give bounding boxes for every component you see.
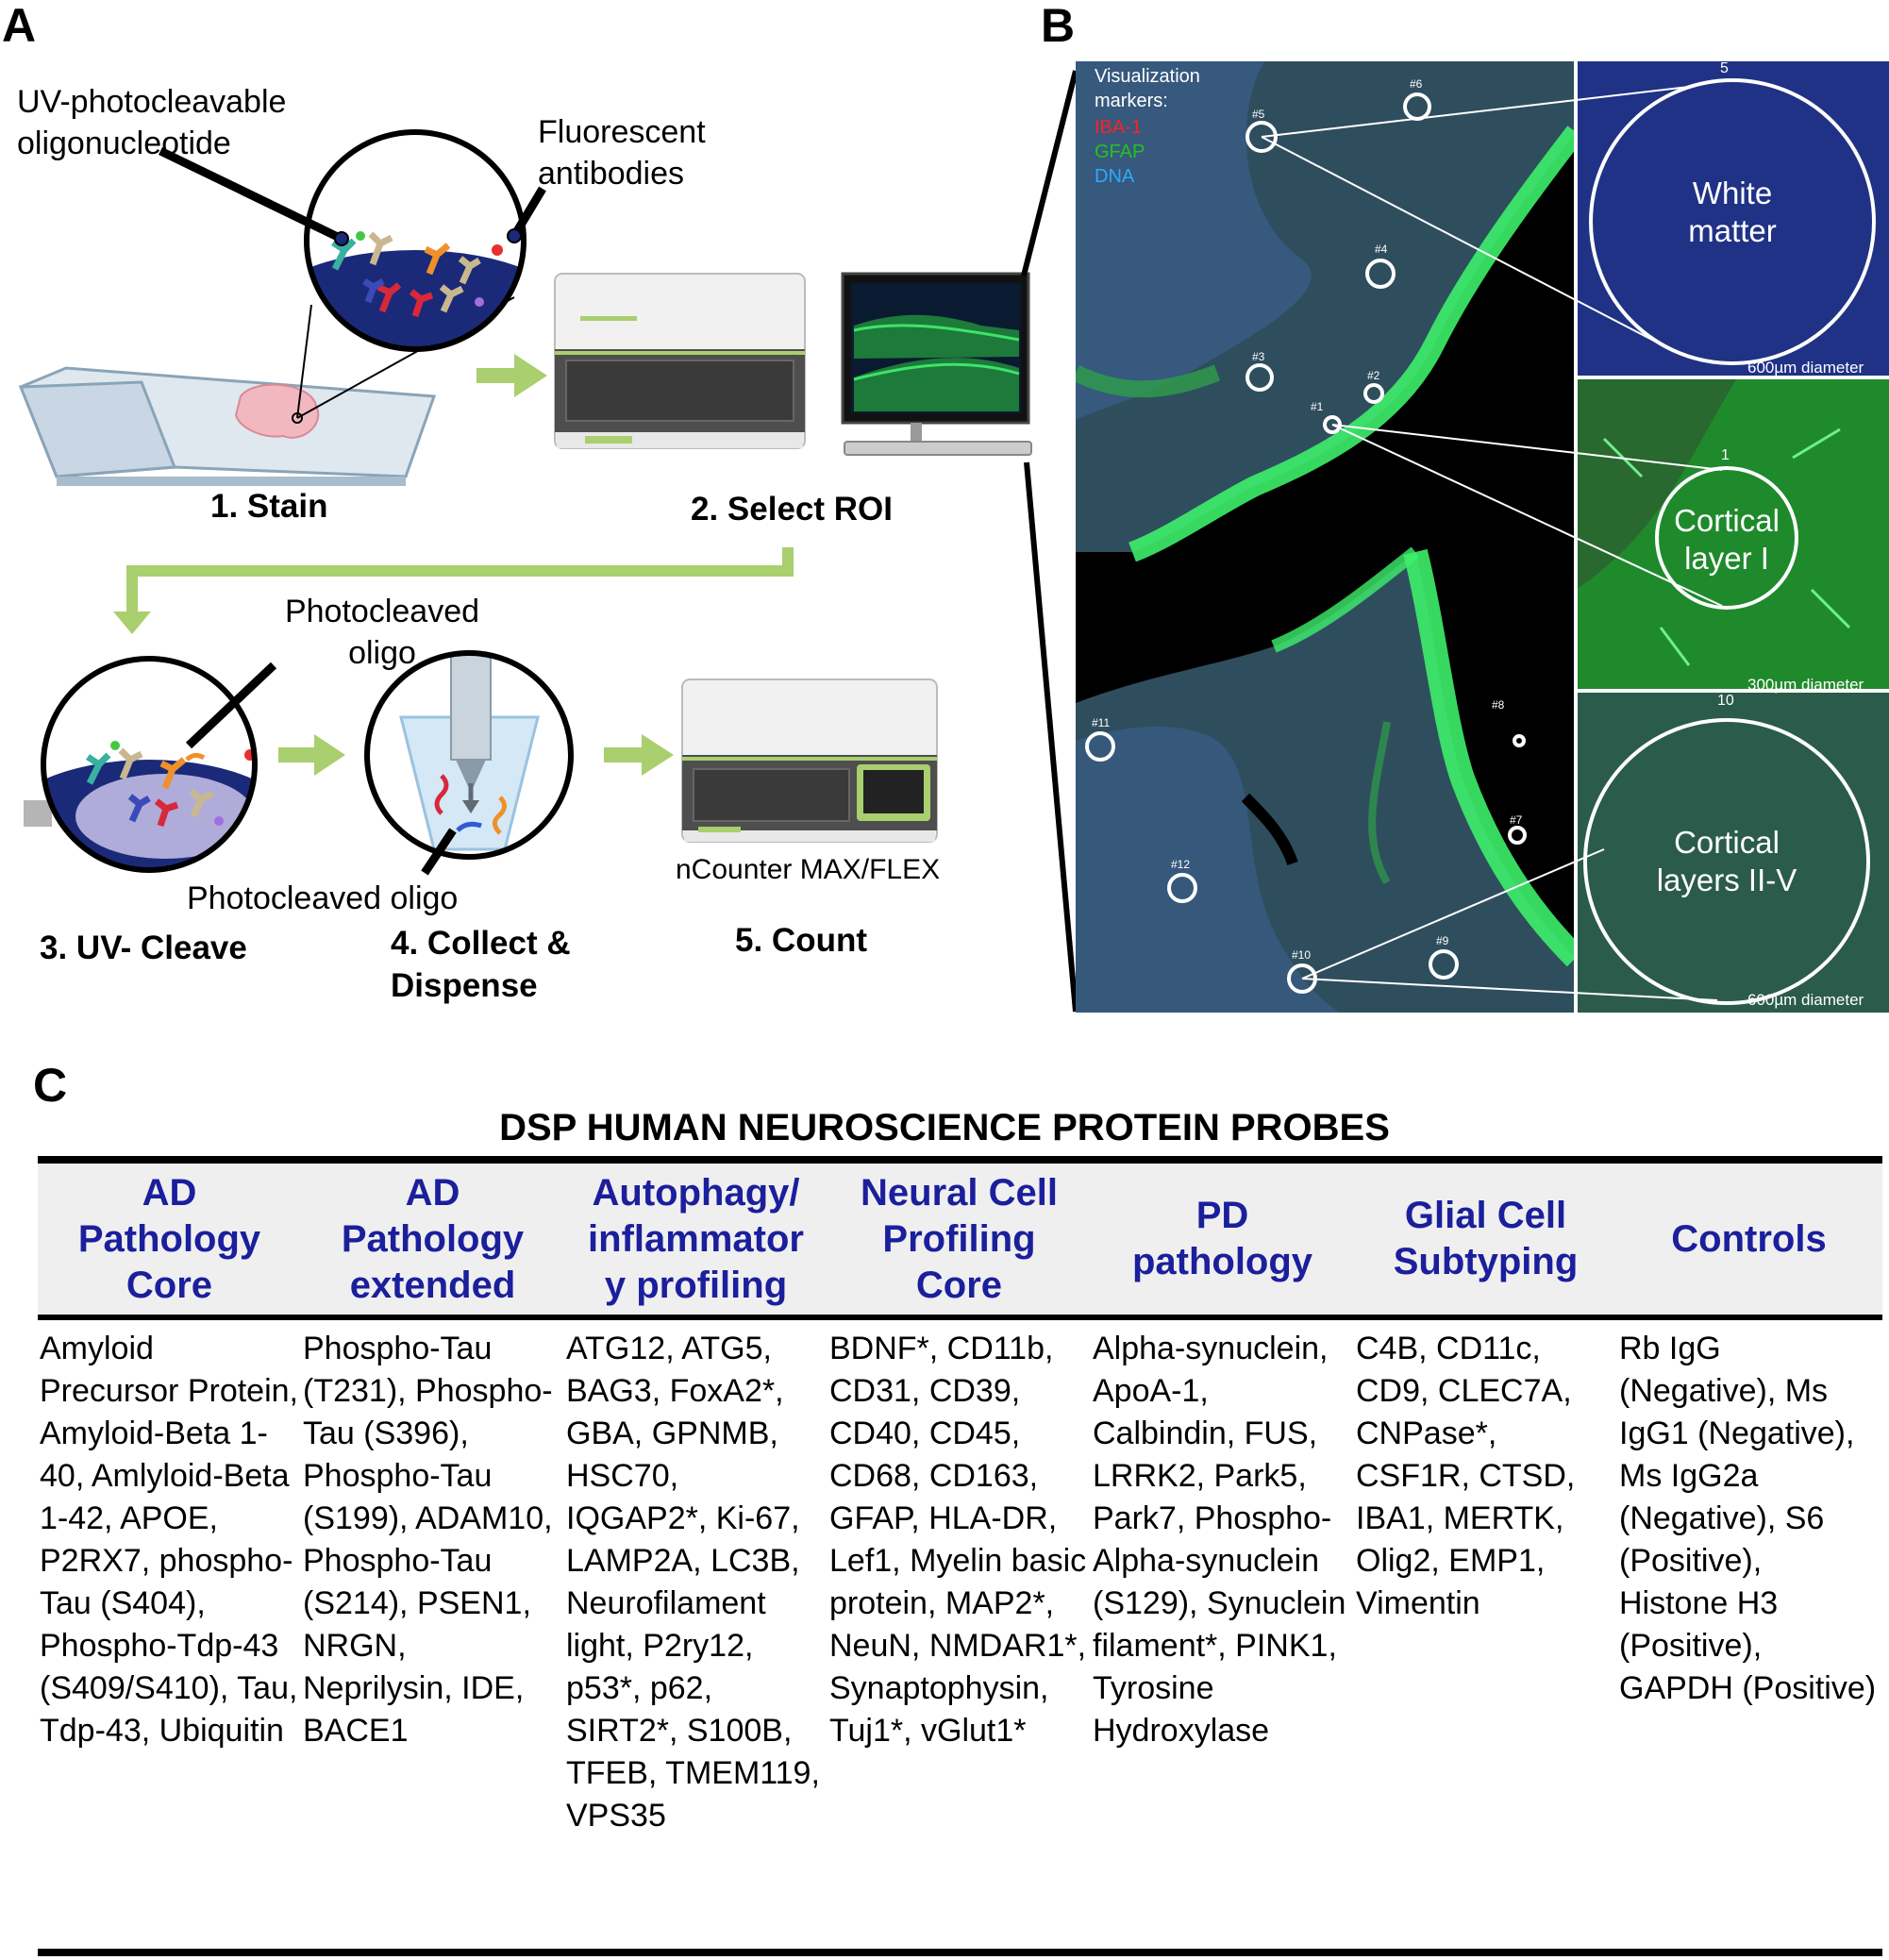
table-row: Amyloid Precursor Protein, Amyloid-Beta …	[38, 1320, 1882, 1837]
column-header: PD pathology	[1131, 1195, 1313, 1282]
inset-number: 5	[1720, 60, 1729, 76]
step-4-label: 4. Collect & Dispense	[391, 925, 571, 1004]
roi-label: #5	[1252, 108, 1265, 121]
panel-c-letter: C	[33, 1059, 68, 1112]
roi-label: #3	[1252, 350, 1265, 363]
glass-slide	[18, 366, 437, 486]
column-header: AD Pathology Core	[77, 1171, 261, 1306]
table-cell: Alpha-synuclein, ApoA-1, Calbindin, FUS,…	[1093, 1331, 1346, 1749]
table-cell: ATG12, ATG5, BAG3, FoxA2*, GBA, GPNMB, H…	[566, 1331, 820, 1834]
zoom-line	[296, 304, 312, 419]
roi-markers	[1085, 92, 1527, 994]
zoom-line-b	[1024, 461, 1076, 1013]
arrow-right	[278, 734, 345, 776]
table-cell: Phospho-Tau (T231), Phospho-Tau (S396), …	[303, 1331, 553, 1749]
legend-item-dna: DNA	[1095, 166, 1135, 187]
antibodies-label: Fluorescent antibodies	[538, 114, 706, 192]
column-header: AD Pathology extended	[341, 1171, 525, 1306]
roi-label: #8	[1492, 698, 1505, 712]
inset-region-label: Cortical layer I	[1674, 503, 1780, 576]
table-header-row: AD Pathology Core AD Pathology extended …	[38, 1164, 1882, 1320]
legend-item-gfap: GFAP	[1095, 142, 1145, 162]
column-header: Neural Cell Profiling Core	[861, 1171, 1058, 1306]
probe-table: AD Pathology Core AD Pathology extended …	[38, 1156, 1882, 1956]
inset-scale-label: 600µm diameter	[1747, 359, 1864, 377]
roi-label: #4	[1375, 243, 1388, 256]
roi-label: #11	[1092, 716, 1111, 729]
oligo-pointer	[159, 146, 343, 243]
inset-scale-label: 600µm diameter	[1747, 991, 1864, 1009]
roi-label: #10	[1292, 948, 1312, 962]
roi-label: #7	[1510, 813, 1523, 827]
ncounter-instrument	[681, 678, 938, 843]
antibody-pointer	[510, 186, 546, 239]
markers-legend-title: Visualization markers:	[1095, 66, 1200, 111]
inset-region-label: Cortical layers II-V	[1656, 825, 1797, 897]
uv-cleave-circle	[24, 656, 277, 873]
arrow-right	[604, 734, 674, 776]
panel-a-letter: A	[2, 0, 37, 52]
panel-b-letter: B	[1041, 0, 1076, 52]
workflow-illustration	[18, 70, 1076, 1013]
column-header: Autophagy/ inflammator y profiling	[588, 1171, 804, 1306]
inset-number: 1	[1721, 447, 1730, 463]
column-header: Glial Cell Subtyping	[1393, 1195, 1579, 1282]
computer-monitor	[841, 272, 1032, 456]
ncounter-label: nCounter MAX/FLEX	[676, 854, 941, 885]
column-header: Controls	[1671, 1217, 1827, 1260]
roi-label: #6	[1410, 77, 1423, 91]
collect-tube-circle	[364, 650, 574, 876]
inset-scale-label: 300µm diameter	[1747, 676, 1864, 694]
inset-region-label: White matter	[1688, 176, 1777, 248]
inset-white-matter	[1576, 61, 1889, 376]
inset-cortical-layers-2-5	[1576, 693, 1889, 1013]
geomx-instrument	[554, 273, 806, 449]
step-3-label: 3. UV- Cleave	[40, 930, 247, 966]
inset-number: 10	[1717, 693, 1734, 709]
tissue-scan-image	[1076, 61, 1889, 1013]
step-1-label: 1. Stain	[210, 488, 328, 525]
oligonucleotide-label: UV-photocleavable oligonucleotide	[17, 84, 287, 161]
zoom-line-b	[1021, 70, 1076, 276]
roi-label: #12	[1171, 858, 1191, 871]
table-title: DSP HUMAN NEUROSCIENCE PROTEIN PROBES	[499, 1107, 1390, 1148]
roi-label: #1	[1311, 400, 1324, 413]
inset-cortical-layer-1	[1576, 379, 1889, 689]
photocleaved-oligo-label-bottom: Photocleaved oligo	[187, 880, 459, 916]
table-cell: Amyloid Precursor Protein, Amyloid-Beta …	[40, 1331, 298, 1749]
legend-item-iba1: IBA-1	[1095, 117, 1143, 138]
table-cell: BDNF*, CD11b, CD31, CD39, CD40, CD45, CD…	[829, 1331, 1087, 1749]
roi-label: #2	[1367, 369, 1380, 382]
connector-arrow	[126, 547, 794, 618]
step-2-label: 2. Select ROI	[691, 491, 893, 528]
arrow-right	[476, 354, 547, 397]
photocleaved-oligo-label-top: Photocleaved oligo	[284, 594, 480, 671]
table-cell: Rb IgG (Negative), Ms IgG1 (Negative), M…	[1619, 1331, 1877, 1706]
table-cell: C4B, CD11c, CD9, CLEC7A, CNPase*, CSF1R,…	[1356, 1331, 1576, 1621]
roi-label: #9	[1436, 934, 1449, 947]
step-5-label: 5. Count	[735, 922, 867, 959]
